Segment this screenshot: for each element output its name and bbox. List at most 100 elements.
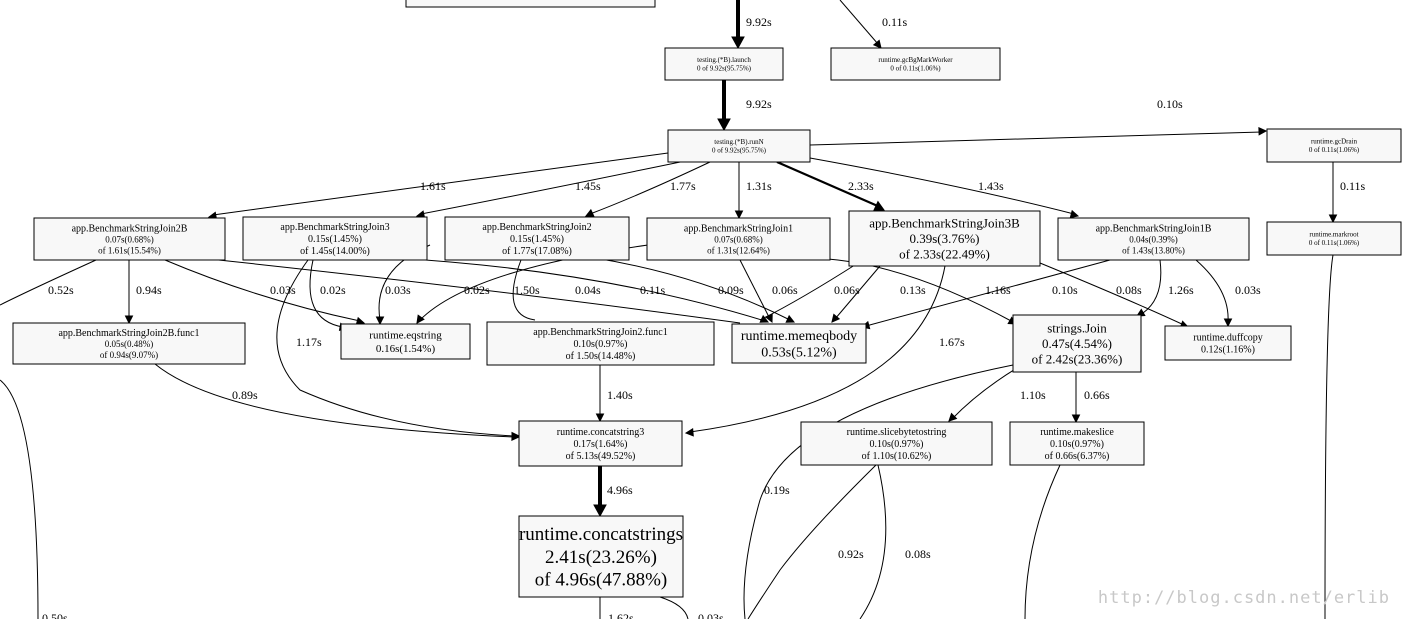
node-name: app.BenchmarkStringJoin2B <box>72 224 188 235</box>
edge-line <box>154 363 516 438</box>
node-value: 0 of 0.11s(1.06%) <box>1309 146 1360 154</box>
watermark: http://blog.csdn.net/erlib <box>1097 588 1390 608</box>
edge-label: 1.40s <box>607 388 633 402</box>
node-name: app.BenchmarkStringJoin1 <box>684 224 793 235</box>
node-box <box>1057 217 1250 261</box>
node-box <box>667 129 811 163</box>
edge-line <box>309 259 344 328</box>
node-name: runtime.duffcopy <box>1193 332 1263 343</box>
edge-line <box>212 152 669 216</box>
node-value: 2.41s(23.26%) <box>545 547 657 568</box>
edge-label: 0.89s <box>232 388 258 402</box>
edge-line <box>0 379 39 619</box>
edge-line <box>743 364 1014 619</box>
node-name: runtime.makeslice <box>1040 427 1114 438</box>
edge-label: 0.10s <box>1157 97 1183 111</box>
node-box <box>646 217 831 261</box>
edge-arrowhead <box>872 39 882 49</box>
edge-line <box>659 596 689 619</box>
edge-label: 4.96s <box>607 483 633 497</box>
edge-line <box>865 259 1111 327</box>
edge-line <box>420 159 691 215</box>
node-value: of 5.13s(49.52%) <box>566 451 636 462</box>
edge-label: 0.06s <box>772 283 798 297</box>
edge-line <box>276 259 516 437</box>
edge-arrowhead <box>511 432 521 442</box>
node-box <box>12 322 246 365</box>
edge-label: 0.10s <box>1052 283 1078 297</box>
edge-arrowhead <box>717 118 731 132</box>
node-value: of 1.45s(14.00%) <box>300 246 370 257</box>
edge-label: 0.02s <box>464 283 490 297</box>
node-value: of 2.42s(23.36%) <box>1032 351 1123 366</box>
node-name: runtime.eqstring <box>369 330 442 342</box>
edge-label: 0.03s <box>270 283 296 297</box>
node-box <box>1266 128 1402 163</box>
node-value: 0.07s(0.68%) <box>105 235 154 245</box>
node-box <box>830 47 1001 81</box>
edge-label: 1.31s <box>746 179 772 193</box>
edge-line <box>1039 262 1185 326</box>
edge-label: 0.19s <box>764 483 790 497</box>
edge-arrowhead <box>416 314 425 324</box>
node-value: of 0.66s(6.37%) <box>1045 451 1110 462</box>
node-box <box>444 216 630 261</box>
node-name: runtime.markroot <box>1309 231 1358 239</box>
node-box <box>1012 314 1142 373</box>
edge-label: 2.33s <box>848 179 874 193</box>
edge-label: 1.61s <box>420 179 446 193</box>
edge-line <box>809 157 1075 215</box>
edge-line <box>809 131 1263 146</box>
edge-label: 1.50s <box>514 283 540 297</box>
edge-line <box>859 464 887 619</box>
edge-arrowhead <box>872 200 885 212</box>
node-box <box>1266 221 1402 256</box>
node-name: app.BenchmarkStringJoin2B.func1 <box>58 328 199 339</box>
edge-line <box>739 259 771 320</box>
node-name: app.BenchmarkStringJoin2 <box>482 222 591 233</box>
node-name: runtime.concatstring3 <box>557 427 644 438</box>
node-value: of 0.94s(9.07%) <box>100 350 158 360</box>
node-box <box>242 216 428 261</box>
node-value: 0.05s(0.48%) <box>105 339 154 349</box>
edge-line <box>1195 259 1229 323</box>
edge-line <box>689 265 946 433</box>
edge-line <box>1024 464 1061 619</box>
node-value: 0.16s(1.54%) <box>376 343 436 355</box>
node-box <box>518 420 683 467</box>
node-box <box>33 217 226 261</box>
node-value: 0.04s(0.39%) <box>1129 235 1178 245</box>
node-value: of 1.61s(15.54%) <box>98 245 161 255</box>
node-value: 0.15s(1.45%) <box>510 234 564 245</box>
edge-label: 0.03s <box>698 611 724 619</box>
node-value: 0 of 0.11s(1.06%) <box>890 65 941 73</box>
node-value: 0.39s(3.76%) <box>909 231 979 246</box>
edge-label: 0.11s <box>882 15 908 29</box>
edge-label: 9.92s <box>746 97 772 111</box>
node-name: runtime.gcBgMarkWorker <box>878 56 953 64</box>
node-box <box>340 323 471 360</box>
edge-label: 1.62s <box>608 611 634 619</box>
node-name: app.BenchmarkStringJoin1B <box>1096 224 1212 235</box>
node-j2f: app.BenchmarkStringJoin2.func10.10s(0.97… <box>486 321 715 366</box>
node-name: runtime.memeqbody <box>741 329 857 344</box>
edge-label: 0.94s <box>136 283 162 297</box>
edge-arrowhead <box>375 316 385 326</box>
edge-arrowhead <box>584 208 595 217</box>
node-partial-top <box>405 0 656 8</box>
node-name: strings.Join <box>1047 320 1107 335</box>
node-box <box>848 210 1041 267</box>
node-value: of 4.96s(47.88%) <box>535 570 667 591</box>
edge-line <box>1324 254 1334 619</box>
edge-arrowhead <box>785 314 796 323</box>
node-box <box>664 47 784 81</box>
edge-arrowhead <box>831 313 841 323</box>
